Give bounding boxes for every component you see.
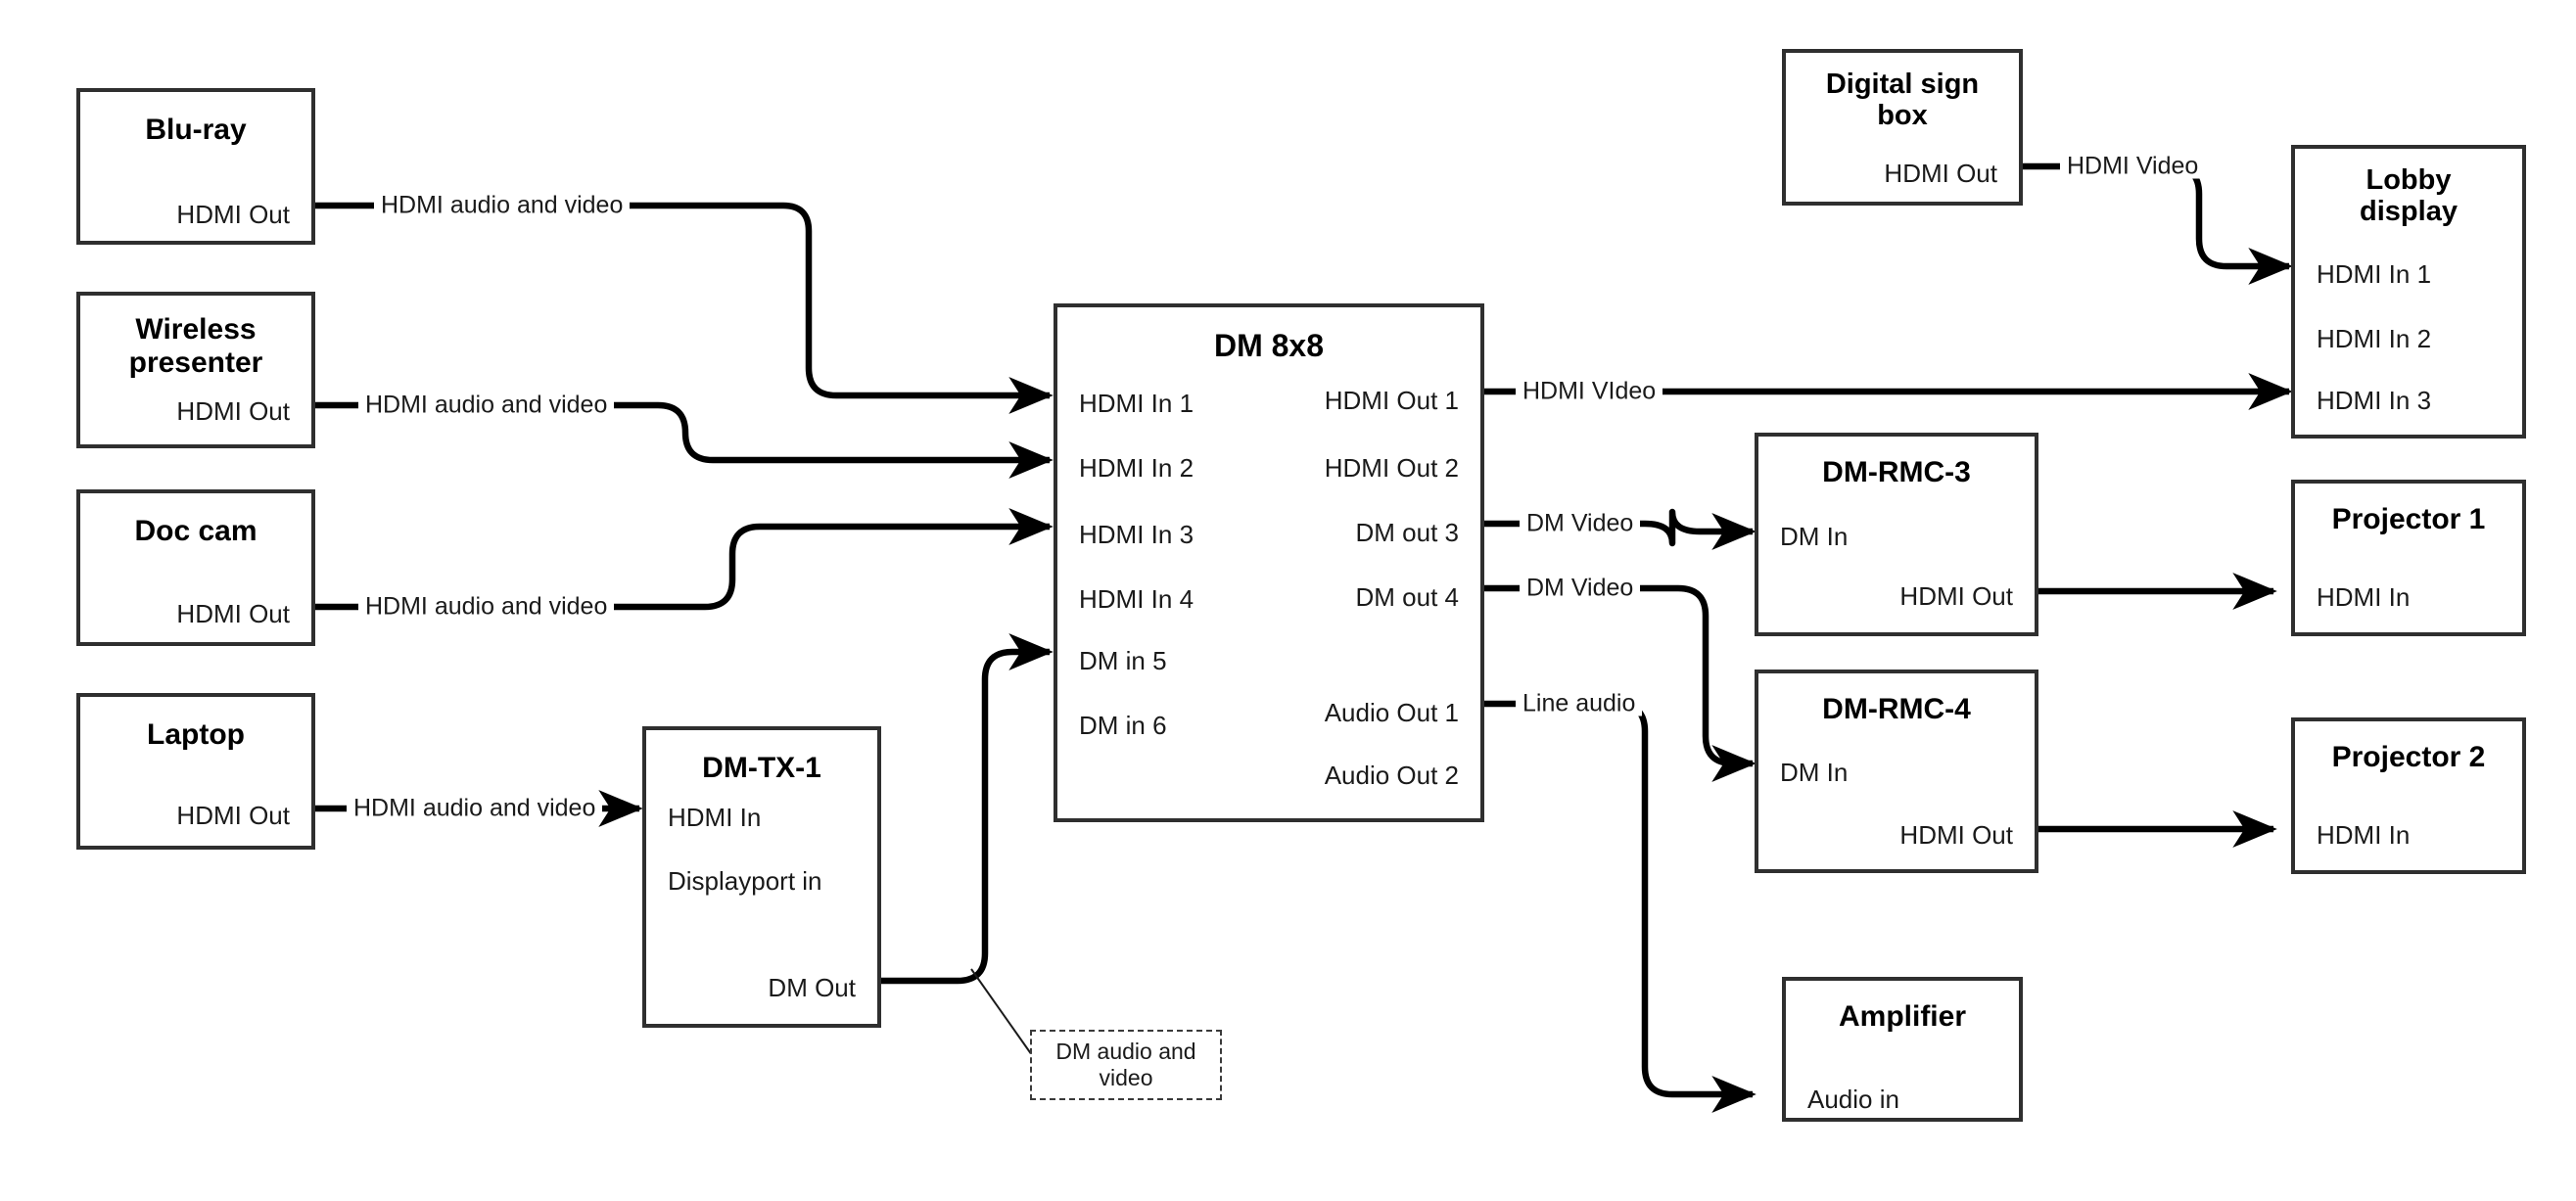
port-hdmi-out: HDMI Out: [176, 396, 290, 426]
node-title: Amplifier: [1838, 1000, 1967, 1033]
wire-bluray-to-dm8x8: [315, 202, 1054, 414]
wire-dmtx1-to-dm8x8: [881, 633, 1054, 985]
node-bluray[interactable]: Blu-ray HDMI Out: [76, 88, 315, 245]
callout-text: DM audio and video: [1055, 1038, 1196, 1090]
port-hdmi-out: HDMI Out: [176, 200, 290, 229]
edge-label-hdmi-out-1: HDMI VIdeo: [1516, 379, 1663, 404]
node-title: DM-RMC-3: [1822, 456, 1971, 488]
port-hdmi-in: HDMI In: [2317, 820, 2411, 850]
edge-label-doccam: HDMI audio and video: [358, 594, 615, 620]
node-dm-rmc-4[interactable]: DM-RMC-4 DM In HDMI Out: [1755, 670, 2038, 873]
edge-label-dm-out-4: DM Video: [1520, 576, 1641, 601]
port-audio-out-1: Audio Out 1: [1324, 698, 1459, 727]
port-hdmi-out: HDMI Out: [1884, 159, 1997, 188]
edge-label-laptop: HDMI audio and video: [347, 796, 603, 821]
wire-dm8x8-to-amplifier: [1482, 700, 1756, 1113]
node-title: Doc cam: [134, 515, 258, 547]
port-audio-in: Audio in: [1807, 1085, 1899, 1114]
port-hdmi-in: HDMI In: [2317, 582, 2411, 612]
port-dm-out-3: DM out 3: [1355, 518, 1460, 547]
node-title: Projector 2: [2331, 741, 2486, 773]
node-projector-2[interactable]: Projector 2 HDMI In: [2291, 717, 2526, 874]
port-hdmi-in-4: HDMI In 4: [1079, 584, 1194, 614]
port-hdmi-in-1: HDMI In 1: [2317, 259, 2432, 289]
port-dm-out: DM Out: [768, 973, 856, 1002]
port-dm-in-5: DM in 5: [1079, 646, 1167, 675]
port-dm-in-6: DM in 6: [1079, 711, 1167, 740]
node-lobby-display[interactable]: Lobby display HDMI In 1 HDMI In 2 HDMI I…: [2291, 145, 2526, 439]
node-title: Digital sign box: [1825, 69, 1980, 132]
node-doc-cam[interactable]: Doc cam HDMI Out: [76, 489, 315, 646]
node-digital-sign-box[interactable]: Digital sign box HDMI Out: [1782, 49, 2023, 206]
wire-signbox-to-lobby: [2021, 162, 2293, 285]
port-hdmi-out-1: HDMI Out 1: [1324, 386, 1459, 415]
wire-dm8x8-to-rmc4: [1482, 584, 1756, 782]
node-title: DM 8x8: [1213, 328, 1325, 363]
edge-label-bluray: HDMI audio and video: [374, 193, 631, 218]
port-hdmi-out: HDMI Out: [176, 801, 290, 830]
port-hdmi-in-2: HDMI In 2: [2317, 324, 2432, 353]
node-title: DM-RMC-4: [1822, 693, 1971, 725]
port-dm-out-4: DM out 4: [1355, 582, 1460, 612]
node-laptop[interactable]: Laptop HDMI Out: [76, 693, 315, 850]
port-hdmi-in-2: HDMI In 2: [1079, 453, 1194, 483]
port-hdmi-in-3: HDMI In 3: [2317, 386, 2432, 415]
node-title: Wireless presenter: [128, 313, 263, 379]
port-hdmi-out-2: HDMI Out 2: [1324, 453, 1459, 483]
node-title: Blu-ray: [145, 114, 247, 146]
edge-label-signbox: HDMI Video: [2060, 154, 2206, 179]
port-hdmi-out: HDMI Out: [1899, 820, 2013, 850]
node-projector-1[interactable]: Projector 1 HDMI In: [2291, 480, 2526, 636]
edge-label-audio-out-1: Line audio: [1516, 691, 1643, 716]
port-hdmi-in: HDMI In: [668, 803, 762, 832]
node-amplifier[interactable]: Amplifier Audio in: [1782, 977, 2023, 1122]
node-title: Lobby display: [2360, 164, 2458, 228]
port-audio-out-2: Audio Out 2: [1324, 761, 1459, 790]
node-wireless-presenter[interactable]: Wireless presenter HDMI Out: [76, 292, 315, 448]
port-hdmi-out: HDMI Out: [176, 599, 290, 628]
edge-label-wireless: HDMI audio and video: [358, 393, 615, 418]
node-title: Laptop: [147, 718, 245, 751]
node-dm-tx-1[interactable]: DM-TX-1 HDMI In Displayport in DM Out: [642, 726, 881, 1028]
port-dm-in: DM In: [1780, 758, 1849, 787]
edge-label-dm-out-3: DM Video: [1520, 511, 1641, 536]
node-dm-8x8[interactable]: DM 8x8 HDMI In 1 HDMI In 2 HDMI In 3 HDM…: [1054, 303, 1484, 822]
node-title: Projector 1: [2331, 503, 2486, 535]
callout-dm-audio-video: DM audio and video: [1030, 1030, 1222, 1100]
port-displayport-in: Displayport in: [668, 866, 822, 896]
port-hdmi-in-3: HDMI In 3: [1079, 520, 1194, 549]
port-hdmi-in-1: HDMI In 1: [1079, 389, 1194, 418]
callout-leader-line: [970, 968, 1033, 1056]
port-dm-in: DM In: [1780, 522, 1849, 551]
node-dm-rmc-3[interactable]: DM-RMC-3 DM In HDMI Out: [1755, 433, 2038, 636]
port-hdmi-out: HDMI Out: [1899, 581, 2013, 611]
node-title: DM-TX-1: [702, 752, 821, 784]
